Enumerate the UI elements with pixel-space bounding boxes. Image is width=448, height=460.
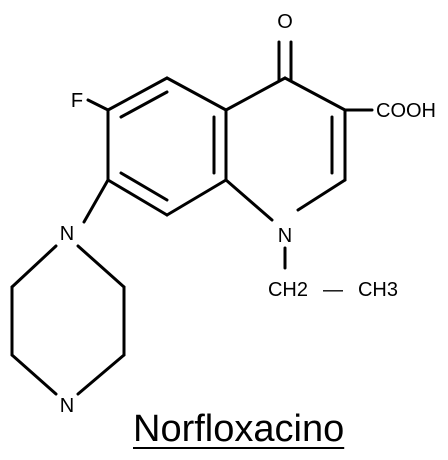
piperazine-nitrogen-bottom-label: N (60, 395, 74, 417)
bond (106, 76, 169, 112)
bond (165, 76, 228, 112)
ethyl-dash-label: — (323, 279, 343, 301)
carbonyl-oxygen-label: O (277, 11, 293, 33)
bond (10, 244, 58, 289)
ring-nitrogen-label: N (278, 225, 292, 247)
double-bond-inner (119, 90, 169, 119)
bond (283, 76, 347, 112)
bond (106, 178, 169, 217)
piperazine-nitrogen-top-label: N (60, 223, 74, 245)
bond (76, 244, 126, 289)
bond (224, 178, 274, 222)
bond (10, 353, 58, 396)
piperazine-ring (10, 244, 126, 396)
carbonyl-bond (277, 40, 293, 82)
fluorine-bond (86, 98, 110, 112)
fluorine-label: F (71, 90, 83, 112)
bond (165, 178, 228, 217)
benzene-ring (106, 76, 228, 217)
ethyl-ch3-label: CH3 (358, 279, 398, 301)
ethyl-ch2-label: CH2 (268, 279, 308, 301)
carboxyl-label: COOH (376, 100, 436, 122)
piperazine-link-bond (82, 178, 110, 224)
bond (224, 76, 287, 112)
molecule-name-caption: Norfloxacino (133, 408, 345, 450)
bond (76, 353, 126, 396)
pyridone-ring (224, 76, 347, 222)
double-bond-inner (119, 171, 169, 202)
bond (296, 178, 347, 212)
